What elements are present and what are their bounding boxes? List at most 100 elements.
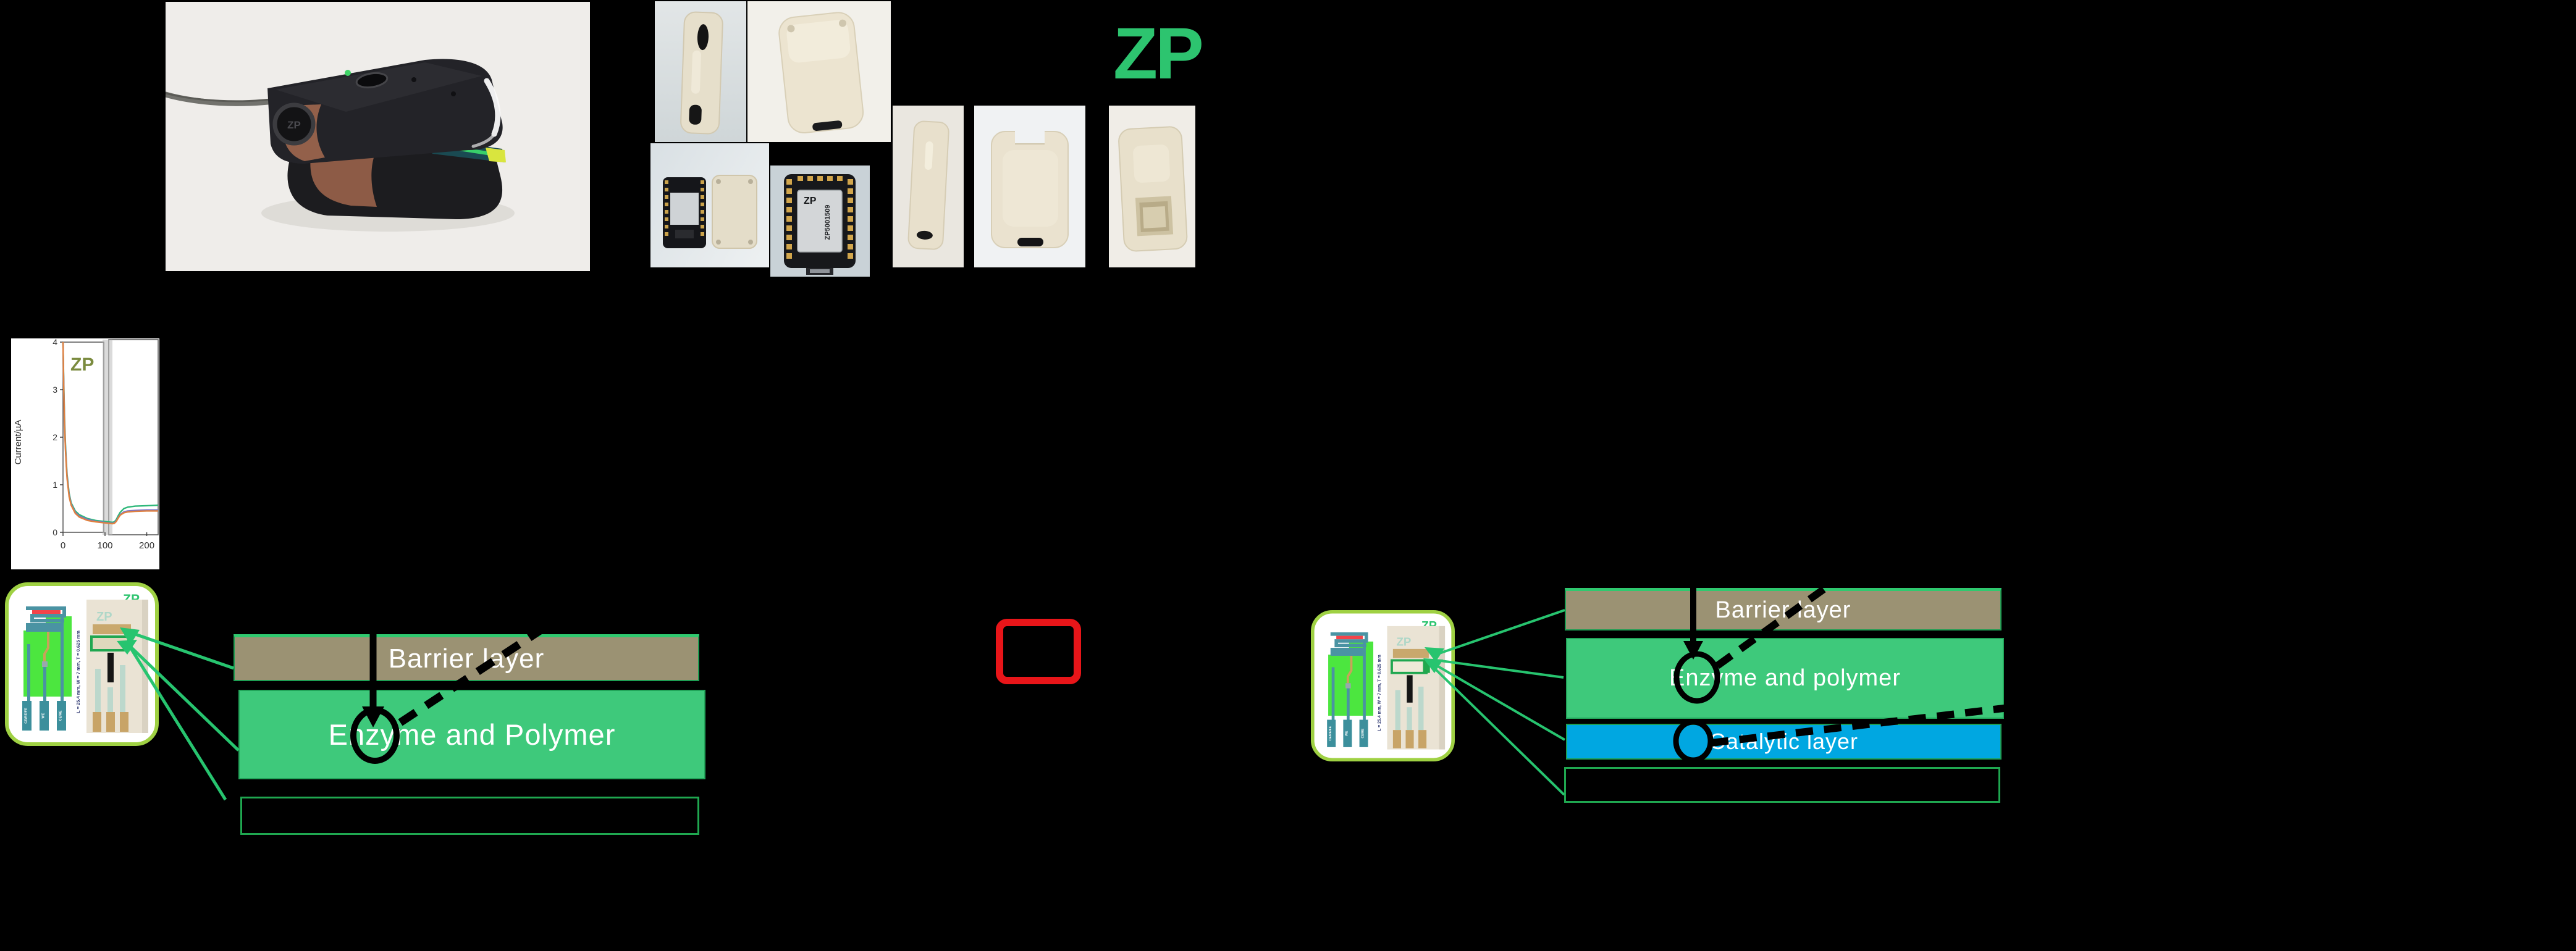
pad-1 bbox=[1327, 719, 1336, 747]
y-tick-label: 3 bbox=[53, 385, 57, 395]
chart-axis-break-band bbox=[103, 340, 112, 535]
enclosure-groove bbox=[924, 141, 933, 170]
screw-1 bbox=[411, 77, 416, 82]
trace-3 bbox=[1363, 641, 1366, 720]
edge-sheen bbox=[484, 78, 501, 137]
barrier-layer-box-right: Barrier layer bbox=[1565, 588, 2001, 631]
enclosure-clip-art bbox=[991, 127, 1069, 248]
trace-1 bbox=[27, 644, 30, 701]
schematic-gold-trace bbox=[1347, 655, 1353, 684]
sensor-card-left-art: ZP CE/RE/FE WE CE/RE L = 25.4 mm, W = 7 … bbox=[5, 582, 159, 746]
sensor-card-left: ZP CE/RE/FE WE CE/RE L = 25.4 mm, W = 7 … bbox=[5, 582, 159, 746]
y-tick-label: 0 bbox=[53, 527, 57, 537]
blank-layer-box-right bbox=[1564, 767, 2000, 803]
backplate-hole-1 bbox=[716, 179, 721, 184]
pcb-gold-pins bbox=[665, 180, 704, 236]
schematic-substrate bbox=[23, 616, 72, 697]
strip-watermark: ZP bbox=[1396, 635, 1411, 648]
enclosure-highlight bbox=[1003, 150, 1058, 227]
enclosure-shell bbox=[680, 11, 723, 135]
sensor-schematic: CE/RE/FE WE CE/RE L = 25.4 mm, W = 7 mm,… bbox=[22, 606, 81, 731]
sensor-card-right-art: ZP CE/RE/FE WE CE/RE L = 25.4 mm, W = 7 … bbox=[1311, 610, 1455, 761]
strip-trace-3 bbox=[1418, 686, 1424, 731]
connector-right-to-enzyme bbox=[1440, 660, 1564, 679]
sensor-strip-photo: ZP bbox=[86, 600, 148, 733]
enzyme-layer-label-left: Enzyme and Polymer bbox=[328, 718, 616, 751]
device-top-face bbox=[276, 62, 482, 112]
usb-slot bbox=[1017, 238, 1043, 246]
pad-2 bbox=[40, 701, 49, 731]
pcb-label bbox=[670, 193, 699, 225]
pcb-serial-text: ZP5001509 bbox=[824, 205, 831, 240]
y-tick-label: 4 bbox=[53, 338, 57, 347]
pad-3-label: CE/RE bbox=[59, 710, 63, 721]
clip-notch bbox=[1015, 127, 1045, 144]
sensor-highlight-tab bbox=[1423, 660, 1430, 673]
connector-right-to-catalytic bbox=[1436, 664, 1566, 741]
x-tick-label: 200 bbox=[139, 540, 154, 551]
barrier-layer-box-left: Barrier layer bbox=[234, 634, 699, 681]
y-tick-label: 1 bbox=[53, 480, 57, 490]
strip-black-stripe bbox=[107, 653, 114, 682]
pad-3-label: CE/RE bbox=[1362, 728, 1365, 738]
pcb-gold-pads bbox=[786, 176, 853, 259]
trace-2 bbox=[1347, 683, 1350, 720]
strip-trace-2 bbox=[1407, 707, 1412, 731]
strip-pad-3 bbox=[120, 712, 128, 732]
x-tick-label: 0 bbox=[61, 540, 65, 551]
usb-slot bbox=[916, 230, 933, 240]
catalytic-layer-box-right: Catalytic layer bbox=[1566, 724, 2001, 760]
trace-junction bbox=[42, 661, 48, 667]
enclosure-top-art bbox=[778, 12, 864, 133]
trace-1 bbox=[1331, 667, 1335, 720]
status-led bbox=[345, 70, 351, 76]
zp-emboss-disc bbox=[272, 103, 316, 146]
pad-2 bbox=[1343, 719, 1352, 747]
pad-3 bbox=[1359, 719, 1368, 747]
pcb-closeup-art: ZP ZP5001509 bbox=[784, 174, 856, 275]
pad-2-label: WE bbox=[42, 713, 46, 718]
y-tick-label: 2 bbox=[53, 432, 57, 442]
pcb-connector bbox=[675, 230, 694, 238]
strip-watermark: ZP bbox=[96, 610, 112, 624]
pad-1-label: CE/RE/FE bbox=[1329, 726, 1332, 740]
sensor-highlight-region bbox=[1391, 659, 1428, 674]
enclosure-photo-clip bbox=[974, 106, 1085, 267]
edge-sheen-2 bbox=[471, 130, 497, 148]
sensor-card-right: ZP CE/RE/FE WE CE/RE L = 25.4 mm, W = 7 … bbox=[1311, 610, 1455, 761]
enzyme-layer-box-right: Enzyme and polymer bbox=[1566, 638, 2004, 719]
barrier-layer-label-left: Barrier layer bbox=[388, 643, 545, 674]
pad-1 bbox=[22, 701, 32, 731]
chart-trace-green bbox=[103, 504, 159, 523]
red-highlight-box bbox=[996, 619, 1081, 684]
strip-pad-2 bbox=[1405, 730, 1414, 748]
usb-slot bbox=[689, 104, 702, 125]
connector-lines-right bbox=[1434, 609, 1566, 796]
chart-trace-orange bbox=[62, 341, 104, 524]
strip-trace-2 bbox=[107, 687, 113, 712]
enzyme-layer-box-left: Enzyme and Polymer bbox=[238, 690, 705, 779]
trace-2 bbox=[43, 661, 46, 701]
backplate-hole-4 bbox=[748, 240, 753, 245]
chart-zp-watermark: ZP bbox=[70, 354, 94, 375]
screw-2 bbox=[451, 91, 456, 96]
schematic-red-trace bbox=[1336, 635, 1363, 640]
strip-trace-1 bbox=[95, 669, 101, 712]
strip-photo-edge bbox=[142, 600, 148, 733]
schematic-bar bbox=[1330, 648, 1363, 656]
enclosure-highlight bbox=[786, 20, 851, 63]
backplate-hole-3 bbox=[716, 240, 721, 245]
enclosure-narrow-art bbox=[907, 120, 949, 250]
zp-emboss-text: ZP bbox=[287, 119, 301, 131]
sensor-strip-photo: ZP bbox=[1387, 626, 1446, 750]
strip-black-stripe bbox=[1407, 675, 1413, 703]
enclosure-photo-recess bbox=[1109, 106, 1195, 267]
strip-trace-3 bbox=[120, 665, 125, 712]
screw-hole-2 bbox=[839, 19, 847, 27]
strip-recess-floor bbox=[1142, 206, 1166, 228]
enclosure-photo-narrow bbox=[893, 106, 964, 267]
pad-1-label: CE/RE/FE bbox=[25, 708, 28, 724]
device-photo: ZP bbox=[166, 2, 590, 271]
enclosure-photo-top bbox=[747, 1, 891, 142]
enclosure-recess-art bbox=[1118, 126, 1188, 252]
